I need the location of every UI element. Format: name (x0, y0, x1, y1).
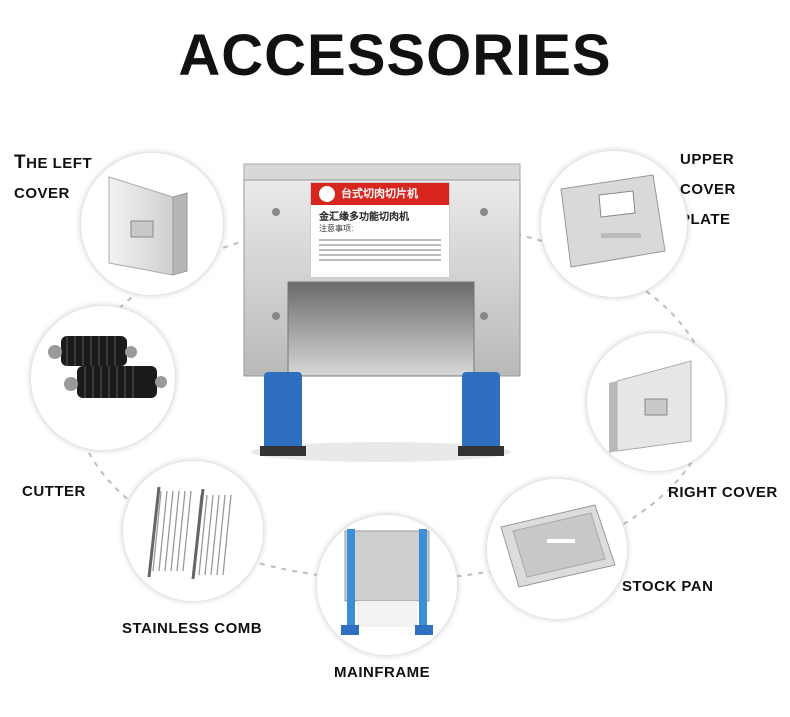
right-cover-image (586, 332, 726, 472)
label-right-cover: RIGHT COVER (668, 484, 778, 501)
machine-label-sticker: 台式切肉切片机 金汇缘多功能切肉机 注意事项: (310, 182, 450, 278)
label-upper-cover-plate: UPPER COVER PLATE (680, 151, 736, 228)
label-mainframe: MAINFRAME (334, 664, 431, 681)
label-stock-pan: STOCK PAN (622, 578, 714, 595)
label-stainless-comb: STAINLESS COMB (122, 620, 263, 637)
cutter-image (30, 305, 176, 451)
mainframe-image (316, 514, 458, 656)
label-cutter: CUTTER (22, 483, 86, 500)
page-title: ACCESSORIES (178, 23, 612, 88)
stainless-comb-image (122, 460, 264, 602)
tag-header: 台式切肉切片机 (341, 188, 418, 200)
tag-notes: 注意事项: (319, 224, 354, 233)
left-cover-image (80, 152, 224, 296)
label-left-cover: THE LEFT COVER (14, 152, 93, 202)
upper-cover-plate-image (540, 150, 688, 298)
tag-subtitle: 金汇缘多功能切肉机 (319, 212, 409, 223)
stock-pan-image (486, 478, 628, 620)
tag-fine-print (311, 234, 449, 266)
brand-logo-icon (319, 186, 335, 202)
